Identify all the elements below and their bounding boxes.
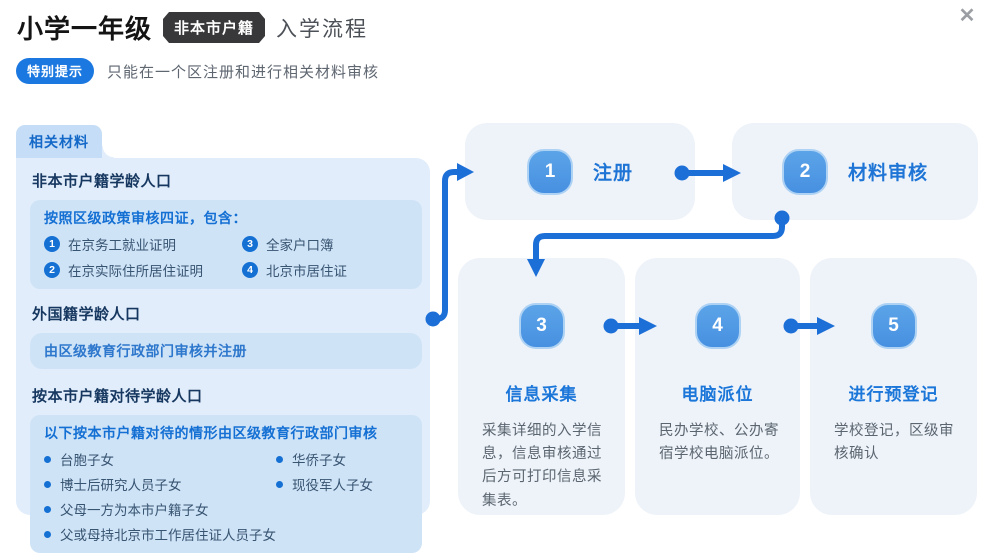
close-icon[interactable]: ✕ bbox=[954, 3, 980, 29]
number-badge: 4 bbox=[242, 262, 258, 278]
list-item-label: 博士后研究人员子女 bbox=[60, 478, 182, 493]
list-item: 3 全家户口簿 bbox=[242, 234, 412, 254]
list-item-label: 父母一方为本市户籍子女 bbox=[60, 503, 209, 518]
step-4-description: 民办学校、公办寄宿学校电脑派位。 bbox=[659, 423, 779, 463]
number-badge: 3 bbox=[242, 236, 258, 252]
tab-fillet bbox=[102, 146, 114, 158]
list-item: 现役军人子女 bbox=[276, 474, 373, 494]
list-item-label: 父或母持北京市工作居住证人员子女 bbox=[60, 528, 276, 543]
materials-tab: 相关材料 bbox=[16, 125, 102, 158]
step-5-description: 学校登记，区级审核确认 bbox=[834, 423, 954, 463]
bullet-icon bbox=[276, 455, 283, 463]
treated-list-col2: 华侨子女 现役军人子女 bbox=[276, 449, 373, 544]
step-5-number: 5 bbox=[870, 303, 917, 349]
treated-title: 以下按本市户籍对待的情形由区级教育行政部门审核 bbox=[44, 425, 378, 441]
number-badge: 2 bbox=[44, 262, 60, 278]
list-item: 博士后研究人员子女 bbox=[44, 474, 276, 494]
list-item: 2 在京实际住所居住证明 bbox=[44, 260, 242, 280]
step-3-description: 采集详细的入学信息，信息审核通过后方可打印信息采集表。 bbox=[482, 423, 602, 509]
step-4-number: 4 bbox=[694, 303, 741, 349]
special-notice: 特别提示 只能在一个区注册和进行相关材料审核 bbox=[16, 58, 379, 84]
four-certs-title: 按照区级政策审核四证，包含： bbox=[44, 210, 247, 226]
four-certs-list: 1 在京务工就业证明 3 全家户口簿 2 在京实际住所居住证明 4 北京市居住证 bbox=[44, 234, 412, 280]
foreign-review-box: 由区级教育行政部门审核并注册 bbox=[30, 333, 422, 369]
flow-step-4-box: 4 电脑派位 民办学校、公办寄宿学校电脑派位。 bbox=[635, 258, 800, 515]
bullet-icon bbox=[276, 480, 283, 488]
household-status-badge: 非本市户籍 bbox=[163, 12, 265, 43]
materials-panel-body: 非本市户籍学龄人口 按照区级政策审核四证，包含： 1 在京务工就业证明 3 全家… bbox=[16, 158, 430, 553]
step-3-number: 3 bbox=[518, 303, 565, 349]
list-item: 1 在京务工就业证明 bbox=[44, 234, 242, 254]
step-1-number: 1 bbox=[526, 148, 573, 195]
bullet-icon bbox=[44, 455, 51, 463]
notice-text: 只能在一个区注册和进行相关材料审核 bbox=[107, 63, 380, 81]
section-heading-non-resident: 非本市户籍学龄人口 bbox=[32, 173, 172, 190]
step-5-label: 进行预登记 bbox=[848, 385, 939, 404]
number-badge: 1 bbox=[44, 236, 60, 252]
list-item: 父或母持北京市工作居住证人员子女 bbox=[44, 524, 276, 544]
flow-step-3-box: 3 信息采集 采集详细的入学信息，信息审核通过后方可打印信息采集表。 bbox=[458, 258, 625, 515]
list-item: 台胞子女 bbox=[44, 449, 276, 469]
treated-box: 以下按本市户籍对待的情形由区级教育行政部门审核 台胞子女 博士后研究人员子女 父… bbox=[30, 415, 422, 553]
notice-badge: 特别提示 bbox=[16, 58, 95, 84]
step-2-label: 材料审核 bbox=[847, 163, 928, 184]
four-certs-box: 按照区级政策审核四证，包含： 1 在京务工就业证明 3 全家户口簿 2 在京实际… bbox=[30, 200, 422, 289]
bullet-icon bbox=[44, 505, 51, 513]
step-1-label: 注册 bbox=[592, 163, 633, 184]
flow-step-2-box: 2 材料审核 bbox=[732, 123, 978, 220]
treated-list-col1: 台胞子女 博士后研究人员子女 父母一方为本市户籍子女 父或母持北京市工作居住证人… bbox=[44, 449, 276, 544]
header: 小学一年级 非本市户籍 入学流程 bbox=[17, 9, 368, 46]
list-item: 华侨子女 bbox=[276, 449, 373, 469]
list-item-label: 台胞子女 bbox=[60, 453, 114, 468]
bullet-icon bbox=[44, 530, 51, 538]
materials-panel: 相关材料 非本市户籍学龄人口 按照区级政策审核四证，包含： 1 在京务工就业证明… bbox=[16, 125, 430, 553]
section-heading-treated: 按本市户籍对待学龄人口 bbox=[32, 388, 203, 405]
flow-step-1-box: 1 注册 bbox=[465, 123, 695, 220]
page-title: 小学一年级 bbox=[17, 14, 153, 44]
list-item: 4 北京市居住证 bbox=[242, 260, 412, 280]
list-item-label: 全家户口簿 bbox=[266, 238, 334, 253]
list-item: 父母一方为本市户籍子女 bbox=[44, 499, 276, 519]
list-item-label: 现役军人子女 bbox=[292, 478, 373, 493]
treated-list: 台胞子女 博士后研究人员子女 父母一方为本市户籍子女 父或母持北京市工作居住证人… bbox=[44, 449, 412, 544]
list-item-label: 北京市居住证 bbox=[266, 264, 347, 279]
list-item-label: 在京实际住所居住证明 bbox=[68, 264, 203, 279]
bullet-icon bbox=[44, 480, 51, 488]
list-item-label: 华侨子女 bbox=[292, 453, 346, 468]
page-title-suffix: 入学流程 bbox=[276, 17, 369, 41]
step-3-label: 信息采集 bbox=[505, 385, 578, 404]
flow-step-5-box: 5 进行预登记 学校登记，区级审核确认 bbox=[810, 258, 977, 515]
section-heading-foreign: 外国籍学龄人口 bbox=[32, 306, 141, 323]
list-item-label: 在京务工就业证明 bbox=[68, 238, 176, 253]
step-2-number: 2 bbox=[781, 148, 828, 195]
step-4-label: 电脑派位 bbox=[681, 385, 754, 404]
